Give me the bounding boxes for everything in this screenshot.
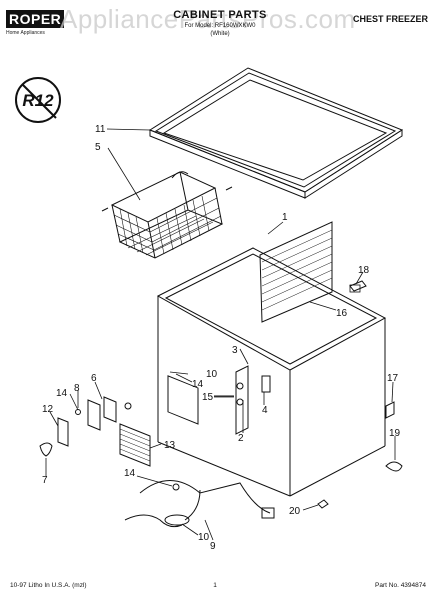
wiring-harness-part: [124, 480, 275, 528]
callout-label: 7: [42, 475, 48, 486]
callout-label: 14: [124, 468, 136, 479]
product-type: CHEST FREEZER: [352, 14, 428, 24]
vent-grille-part: [119, 423, 151, 467]
leader-lines: [45, 128, 396, 541]
callout-label: 12: [42, 404, 54, 415]
divider-panel-part: [259, 221, 333, 323]
callout-label: 18: [358, 265, 370, 276]
basket-part: [101, 171, 233, 259]
lid-part: [148, 67, 404, 199]
cabinet-body-part: [156, 247, 387, 497]
watermark: AppliancePartsPros.com: [60, 4, 356, 34]
callout-label: 16: [336, 308, 348, 319]
callout-label: 9: [210, 541, 216, 552]
callout-label: 14: [192, 379, 204, 390]
callout-label: 4: [262, 405, 268, 416]
model-number: For Model: RF160WXKW0: [184, 23, 256, 29]
footer-litho: 10-97 Litho In U.S.A. (mzl): [10, 582, 87, 589]
callout-label: 15: [202, 392, 214, 403]
r12-badge: R12: [15, 77, 61, 123]
callout-label: 5: [95, 142, 101, 153]
callout-label: 13: [164, 440, 176, 451]
brand-subtitle: Home Appliances: [6, 30, 45, 36]
callout-label: 6: [91, 373, 97, 384]
brand-name: ROPER: [6, 10, 65, 28]
footer-part-number: Part No. 4394874: [375, 582, 426, 589]
roper-logo: ROPER Home Appliances: [6, 10, 70, 36]
control-parts: [39, 396, 132, 457]
callout-label: 17: [387, 373, 399, 384]
thermostat-bracket-part: [214, 365, 271, 435]
callout-label: 10: [206, 369, 218, 380]
callout-label: 20: [289, 506, 301, 517]
callout-label: 8: [74, 383, 80, 394]
r12-badge-text: R12: [22, 91, 54, 110]
callout-label: 2: [238, 433, 244, 444]
callout-label: 19: [389, 428, 401, 439]
callout-label: 11: [95, 124, 106, 135]
footer-page-number: 1: [213, 582, 217, 589]
diagram-title: CABINET PARTS: [173, 9, 267, 21]
callout-label: 14: [56, 388, 68, 399]
callout-label: 10: [198, 532, 210, 543]
small-parts: [317, 280, 403, 509]
callout-label: 1: [282, 212, 288, 223]
model-color: (White): [210, 31, 230, 37]
callout-label: 3: [232, 345, 238, 356]
